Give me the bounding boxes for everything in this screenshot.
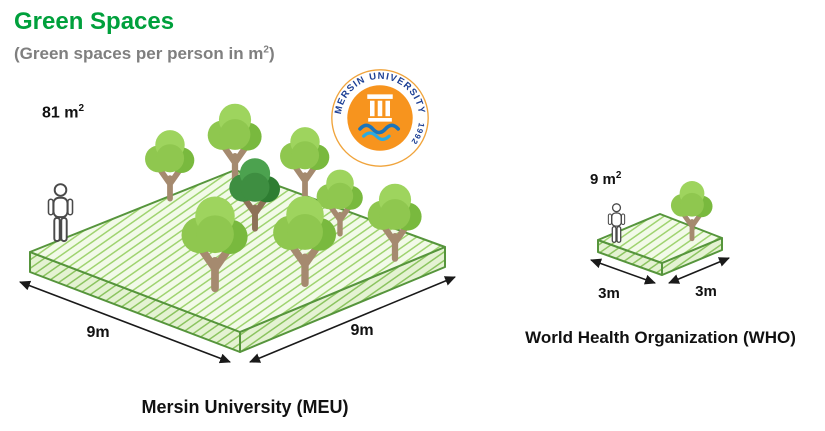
page-title: Green Spaces bbox=[14, 8, 175, 35]
meu-caption: Mersin University (MEU) bbox=[141, 397, 349, 417]
subtitle-suffix: ) bbox=[268, 44, 275, 63]
person-icon bbox=[47, 183, 74, 243]
meu-dimension-right: 9m bbox=[249, 276, 456, 363]
who-dim-left-label: 3m bbox=[598, 285, 620, 302]
mersin-university-logo: MERSIN UNIVERSITY 1992 bbox=[330, 68, 430, 168]
who-dimension-left: 3m bbox=[590, 258, 656, 302]
page-subtitle: (Green spaces per person in m2) bbox=[14, 44, 275, 64]
who-dim-right-label: 3m bbox=[695, 283, 717, 300]
meu-green-space-illustration: 9m 9m bbox=[19, 85, 456, 364]
meu-area-superscript: 2 bbox=[78, 103, 85, 114]
dimension-arrow bbox=[590, 258, 656, 285]
meu-dimension-left: 9m bbox=[19, 280, 231, 364]
who-area-value: 9 m bbox=[590, 171, 616, 188]
dimension-arrow bbox=[668, 257, 730, 284]
wave-icon bbox=[358, 123, 400, 141]
dimension-arrow bbox=[249, 276, 456, 363]
meu-area-value: 81 m bbox=[42, 104, 79, 122]
dimension-arrow bbox=[19, 280, 231, 364]
who-dimension-right: 3m bbox=[668, 257, 730, 300]
meu-area-label: 81 m2 bbox=[42, 103, 84, 122]
meu-dim-left-label: 9m bbox=[86, 324, 109, 341]
subtitle-superscript: 2 bbox=[263, 44, 269, 56]
subtitle-text: (Green spaces per person in m bbox=[14, 44, 264, 63]
logo-badge: MERSIN UNIVERSITY 1992 bbox=[331, 69, 429, 167]
meu-dim-right-label: 9m bbox=[350, 322, 373, 339]
column-icon bbox=[367, 94, 393, 122]
who-caption: World Health Organization (WHO) bbox=[525, 328, 796, 347]
who-area-label: 9 m2 bbox=[590, 170, 621, 188]
tree-icon bbox=[280, 127, 329, 195]
who-area-superscript: 2 bbox=[615, 170, 622, 181]
who-green-space-illustration: 3m 3m bbox=[590, 165, 730, 302]
